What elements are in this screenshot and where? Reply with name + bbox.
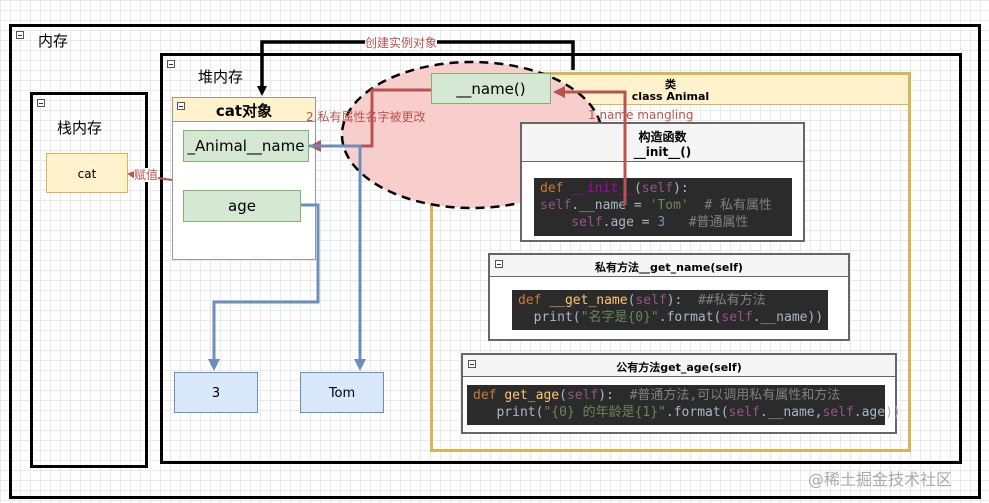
class-animal-title-en: class Animal	[631, 90, 710, 103]
code-token: self	[641, 181, 674, 196]
collapse-icon[interactable]	[495, 260, 503, 268]
code-line: print("{0} 的年龄是{1}".format(self.__name,s…	[473, 404, 900, 421]
code-token: get_age	[504, 388, 560, 403]
code-init: def __init__(self):self.__name = 'Tom' #…	[534, 178, 792, 236]
private-method-box: 私有方法__get_name(self) def __get_name(self…	[488, 253, 850, 341]
cat-object-title: cat对象	[215, 102, 273, 120]
value-name[interactable]: Tom	[300, 372, 384, 413]
code-token: .__name =	[571, 198, 650, 213]
code-line: def __init__(self):	[540, 180, 786, 197]
constructor-box: 构造函数 __init__() def __init__(self):self.…	[520, 122, 805, 242]
label-create-instance: 创建实例对象	[365, 36, 438, 50]
collapse-icon[interactable]	[468, 360, 476, 368]
code-token: self	[540, 198, 572, 213]
code-token: self	[566, 388, 599, 403]
code-token: .__name,	[759, 405, 823, 420]
code-token: .age =	[602, 215, 658, 230]
code-token: .format(	[658, 310, 722, 325]
code-token: ):	[673, 181, 689, 196]
code-token: self	[728, 405, 760, 420]
constructor-title-en: __init__()	[633, 145, 692, 159]
attr-age[interactable]: age	[183, 190, 301, 222]
code-token: self	[540, 215, 603, 230]
code-token: print(	[473, 405, 544, 420]
code-token: #普通属性	[665, 215, 749, 230]
code-token: print(	[518, 310, 581, 325]
code-token: __init__	[571, 181, 634, 196]
code-token: (	[559, 388, 567, 403]
code-line: print("名字是{0}".format(self.__name))	[518, 309, 824, 326]
public-method-title: 公有方法get_age(self)	[616, 361, 742, 374]
code-token: def	[518, 293, 550, 308]
code-line: self.__name = 'Tom' # 私有属性	[540, 197, 786, 214]
code-token: 3	[657, 215, 666, 230]
public-method-header	[463, 355, 895, 377]
code-token: self	[822, 405, 854, 420]
code-token: ):	[598, 388, 630, 403]
code-token: ##私有方法	[698, 293, 766, 308]
collapse-icon[interactable]	[177, 102, 185, 110]
heap-title: 堆内存	[198, 68, 244, 86]
code-token: 'Tom'	[649, 198, 689, 213]
memory-title: 内存	[38, 32, 69, 50]
code-token: "{0} 的年龄是{1}"	[543, 405, 666, 420]
code-token: .format(	[665, 405, 729, 420]
code-token: def	[473, 388, 505, 403]
code-token: .__name))	[752, 310, 824, 325]
stack-variable-cat[interactable]: cat	[46, 153, 128, 193]
code-line: def get_age(self): #普通方法,可以调用私有属性和方法	[473, 387, 879, 404]
class-animal-title-cn: 类	[665, 78, 676, 91]
code-token: ):	[666, 293, 699, 308]
code-line: self.age = 3 #普通属性	[540, 214, 786, 231]
watermark: @稀土掘金技术社区	[808, 470, 953, 489]
constructor-title-cn: 构造函数	[638, 130, 687, 144]
code-get-name: def __get_name(self): ##私有方法 print("名字是{…	[512, 290, 828, 330]
private-method-title: 私有方法__get_name(self)	[595, 261, 743, 274]
stack-title: 栈内存	[57, 119, 103, 137]
code-token: # 私有属性	[688, 198, 773, 213]
label-name-mangling: 1.name mangling	[588, 108, 694, 122]
label-assign: 赋值	[134, 168, 159, 182]
collapse-icon[interactable]	[16, 31, 24, 39]
private-method-header	[490, 255, 848, 277]
code-token: (	[627, 293, 636, 308]
code-token: self	[635, 293, 667, 308]
attr-private-name[interactable]: _Animal__name	[183, 130, 309, 162]
value-age[interactable]: 3	[174, 372, 258, 413]
stack-frame: 栈内存	[30, 92, 148, 468]
public-method-box: 公有方法get_age(self) def get_age(self): #普通…	[461, 353, 901, 434]
collapse-icon[interactable]	[37, 99, 45, 107]
code-token: #普通方法,可以调用私有属性和方法	[629, 388, 841, 403]
memory-frame: 内存	[9, 24, 981, 499]
code-token: __get_name	[549, 293, 628, 308]
name-mangled-method[interactable]: __name()	[431, 73, 551, 104]
label-private-renamed: 2.私有属性名字被更改	[306, 110, 426, 124]
code-line: def __get_name(self): ##私有方法	[518, 292, 822, 309]
cat-object-box: cat对象	[172, 97, 316, 260]
code-token: def	[540, 181, 572, 196]
code-token: (	[633, 181, 642, 196]
code-token: "名字是{0}"	[580, 310, 659, 325]
code-token: .age))	[853, 405, 901, 420]
collapse-icon[interactable]	[167, 60, 175, 68]
code-token: self	[721, 310, 753, 325]
cat-object-header	[173, 98, 315, 122]
code-get-age: def get_age(self): #普通方法,可以调用私有属性和方法 pri…	[467, 385, 901, 425]
